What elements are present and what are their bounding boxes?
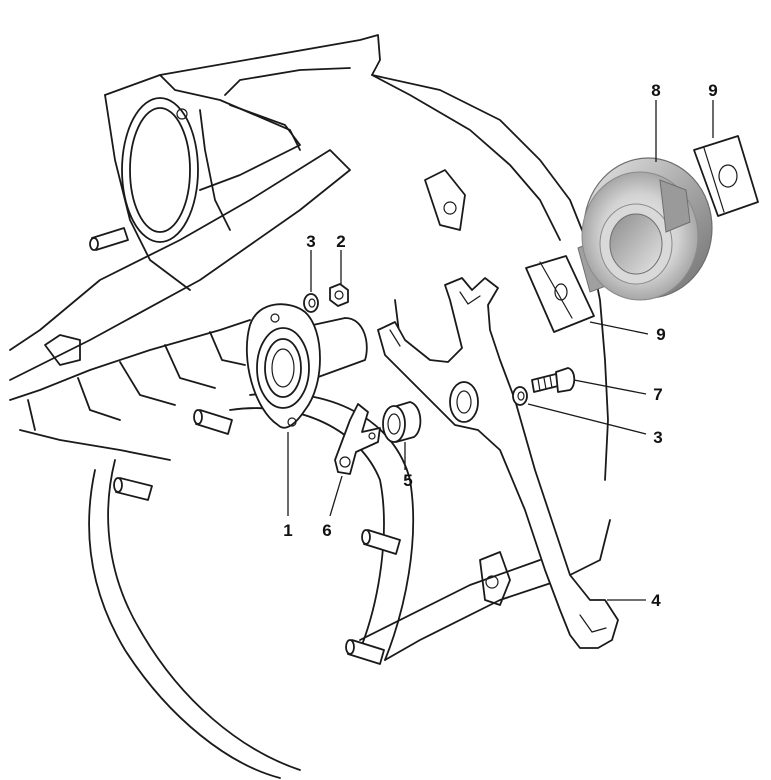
label-3-top: 3 (306, 232, 315, 251)
label-9-top: 9 (708, 81, 717, 100)
retaining-clip-part-9-right (525, 255, 595, 333)
bolt-part-7 (531, 367, 576, 393)
label-2: 2 (336, 232, 345, 251)
callouts: 3 2 8 9 9 7 3 4 5 1 6 (283, 81, 717, 610)
pivot-clip-part-6 (334, 403, 381, 475)
label-7: 7 (653, 385, 662, 404)
spring-washer-part-3-right (512, 386, 528, 406)
nut-part-2 (329, 283, 349, 307)
label-3-right: 3 (653, 428, 662, 447)
gearbox-housing (9, 34, 611, 779)
dowel-pins (89, 227, 401, 665)
label-4: 4 (651, 591, 661, 610)
release-bearing-part-8 (577, 157, 713, 301)
leader-lines (287, 100, 714, 601)
label-6: 6 (322, 521, 331, 540)
dowel-pin (113, 477, 153, 501)
bushing-part-5 (382, 401, 422, 443)
dowel-pin (345, 639, 385, 665)
label-1: 1 (283, 521, 292, 540)
label-8: 8 (651, 81, 660, 100)
dowel-pin (361, 529, 401, 555)
spring-washer-part-3-top (303, 293, 319, 313)
dowel-pin (193, 409, 233, 435)
release-fork-part-4 (377, 277, 619, 649)
label-9-right: 9 (656, 325, 665, 344)
dowel-pin (89, 227, 129, 251)
label-5: 5 (403, 471, 412, 490)
guide-sleeve-part-1 (246, 303, 368, 429)
retaining-clip-part-9-top (693, 135, 759, 217)
